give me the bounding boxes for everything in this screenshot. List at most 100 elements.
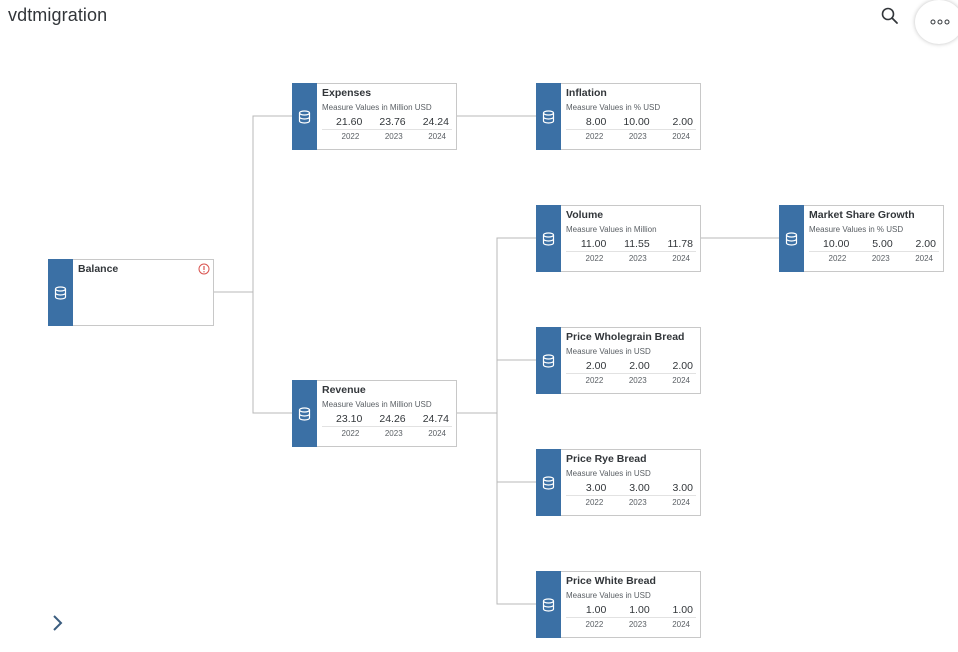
node-years: 2022 2023 2024: [566, 374, 696, 386]
node-year: 2023: [384, 131, 403, 141]
node-value: 2.00: [672, 116, 693, 128]
node-body: Balance: [78, 263, 209, 323]
node-year: 2024: [672, 131, 690, 141]
connector-volume-branch: [496, 237, 536, 605]
node-years: 2022 2023 2024: [809, 252, 939, 264]
node-year: 2022: [585, 497, 604, 507]
database-icon: [542, 475, 555, 490]
node-years: 2022 2023 2024: [566, 130, 696, 142]
node-subtitle: Measure Values in Million: [566, 225, 657, 234]
node-price-white-bread[interactable]: Price White Bread Measure Values in USD …: [536, 571, 701, 638]
node-year: 2024: [672, 375, 690, 385]
node-value: 2.00: [672, 360, 693, 372]
node-value: 2.00: [585, 360, 607, 372]
node-values: 10.00 5.00 2.00: [809, 237, 939, 252]
node-stripe: [292, 380, 317, 447]
node-value: 21.60: [336, 116, 363, 128]
node-title: Inflation: [566, 87, 607, 99]
node-year: 2022: [585, 375, 604, 385]
alert-circle-icon[interactable]: [198, 263, 210, 275]
node-body: Price White Bread Measure Values in USD …: [566, 575, 696, 635]
node-value: 3.00: [585, 482, 607, 494]
node-value: 1.00: [629, 604, 650, 616]
more-options-button[interactable]: [915, 0, 958, 44]
node-expenses[interactable]: Expenses Measure Values in Million USD 2…: [292, 83, 457, 150]
node-title: Revenue: [322, 384, 366, 396]
node-years: 2022 2023 2024: [322, 130, 452, 142]
node-body: Revenue Measure Values in Million USD 23…: [322, 384, 452, 444]
node-stripe: [536, 205, 561, 272]
node-value: 24.26: [379, 413, 406, 425]
node-value: 1.00: [585, 604, 607, 616]
node-value: 24.24: [422, 116, 449, 128]
node-value: 11.00: [580, 238, 607, 250]
node-stripe: [292, 83, 317, 150]
node-values: 11.00 11.55 11.78: [566, 237, 696, 252]
node-year: 2022: [828, 253, 847, 263]
node-inflation[interactable]: Inflation Measure Values in % USD 8.00 1…: [536, 83, 701, 150]
node-stripe: [536, 449, 561, 516]
node-year: 2024: [672, 253, 690, 263]
node-title: Price White Bread: [566, 575, 656, 587]
node-year: 2024: [672, 619, 690, 629]
node-stripe: [536, 327, 561, 394]
node-subtitle: Measure Values in USD: [566, 347, 651, 356]
node-values: 3.00 3.00 3.00: [566, 481, 696, 496]
node-values: 23.10 24.26 24.74: [322, 412, 452, 427]
node-subtitle: Measure Values in Million USD: [322, 103, 432, 112]
node-stripe: [48, 259, 73, 326]
node-subtitle: Measure Values in USD: [566, 469, 651, 478]
node-balance[interactable]: Balance: [48, 259, 214, 326]
node-body: Price Rye Bread Measure Values in USD 3.…: [566, 453, 696, 513]
node-value: 23.76: [379, 116, 406, 128]
node-year: 2024: [915, 253, 933, 263]
node-subtitle: Measure Values in % USD: [566, 103, 661, 112]
node-year: 2023: [628, 253, 647, 263]
node-year: 2023: [628, 131, 647, 141]
node-year: 2022: [341, 131, 360, 141]
node-values: 2.00 2.00 2.00: [566, 359, 696, 374]
node-stripe: [779, 205, 804, 272]
node-year: 2022: [585, 619, 604, 629]
node-years: 2022 2023 2024: [566, 496, 696, 508]
node-years: 2022 2023 2024: [322, 427, 452, 439]
node-body: Market Share Growth Measure Values in % …: [809, 209, 939, 269]
node-volume[interactable]: Volume Measure Values in Million 11.00 1…: [536, 205, 701, 272]
database-icon: [54, 285, 67, 300]
node-value: 2.00: [915, 238, 936, 250]
node-value: 11.78: [667, 238, 693, 250]
node-subtitle: Measure Values in Million USD: [322, 400, 432, 409]
node-price-rye-bread[interactable]: Price Rye Bread Measure Values in USD 3.…: [536, 449, 701, 516]
node-value: 3.00: [672, 482, 693, 494]
node-price-wholegrain-bread[interactable]: Price Wholegrain Bread Measure Values in…: [536, 327, 701, 394]
node-year: 2023: [628, 497, 647, 507]
node-year: 2024: [672, 497, 690, 507]
node-subtitle: Measure Values in % USD: [809, 225, 904, 234]
node-year: 2022: [585, 131, 604, 141]
node-body: Volume Measure Values in Million 11.00 1…: [566, 209, 696, 269]
node-stripe: [536, 83, 561, 150]
page-title: vdtmigration: [8, 5, 108, 25]
node-title: Price Rye Bread: [566, 453, 647, 465]
node-year: 2023: [871, 253, 890, 263]
connector-expenses-branch: [252, 115, 292, 292]
chevron-right-icon: [53, 615, 63, 631]
database-icon: [542, 353, 555, 368]
node-years: 2022 2023 2024: [566, 252, 696, 264]
node-value: 11.55: [624, 238, 650, 250]
search-icon: [881, 7, 898, 24]
node-value: 8.00: [585, 116, 607, 128]
node-market-share-growth[interactable]: Market Share Growth Measure Values in % …: [779, 205, 944, 272]
expand-panel-button[interactable]: [48, 612, 68, 634]
node-values: 1.00 1.00 1.00: [566, 603, 696, 618]
node-year: 2023: [384, 428, 403, 438]
node-year: 2022: [585, 253, 604, 263]
node-value: 10.00: [623, 116, 650, 128]
node-values: 21.60 23.76 24.24: [322, 115, 452, 130]
node-year: 2024: [428, 131, 446, 141]
search-button[interactable]: [878, 4, 902, 28]
node-title: Balance: [78, 263, 119, 275]
node-revenue[interactable]: Revenue Measure Values in Million USD 23…: [292, 380, 457, 447]
database-icon: [298, 406, 311, 421]
